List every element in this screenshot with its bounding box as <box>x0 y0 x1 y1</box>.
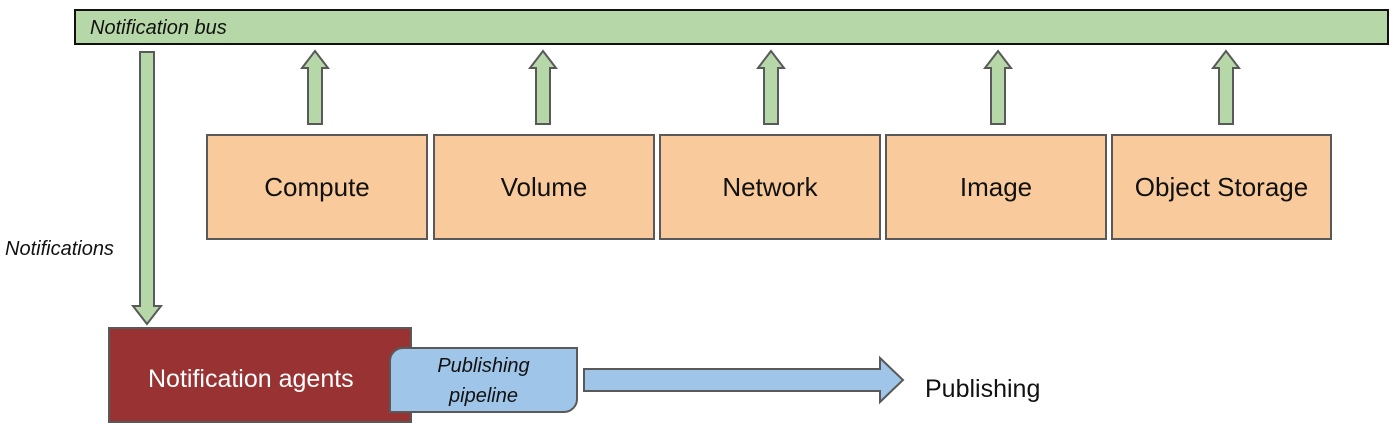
publishing-label: Publishing <box>925 375 1041 403</box>
notification-agents-label: Notification agents <box>148 365 354 393</box>
arrow-compute-to-bus <box>299 49 331 125</box>
arrow-network-to-bus <box>755 49 787 125</box>
service-label-volume: Volume <box>500 171 588 202</box>
service-label-network: Network <box>722 171 818 202</box>
publishing-pipeline-label-line1: Publishing <box>437 355 530 377</box>
service-box-compute: Compute <box>206 134 428 240</box>
service-label-object-storage: Object Storage <box>1134 171 1309 202</box>
service-box-network: Network <box>659 134 881 240</box>
arrow-volume-to-bus <box>527 49 559 125</box>
service-box-volume: Volume <box>433 134 655 240</box>
notifications-label: Notifications <box>5 238 114 260</box>
arrow-image-to-bus <box>982 49 1014 125</box>
arrow-notifications-down <box>130 51 164 326</box>
service-box-image: Image <box>885 134 1107 240</box>
arrow-publishing-right <box>583 355 905 405</box>
notification-bus-label: Notification bus <box>90 17 227 39</box>
publishing-pipeline-box: Publishing pipeline <box>389 347 578 413</box>
arrow-object-storage-to-bus <box>1210 49 1242 125</box>
notification-bus: Notification bus <box>74 9 1389 45</box>
publishing-pipeline-label-line2: pipeline <box>449 385 518 407</box>
notification-agents-box: Notification agents <box>108 327 412 423</box>
service-box-object-storage: Object Storage <box>1111 134 1332 240</box>
service-label-image: Image <box>959 171 1033 202</box>
service-label-compute: Compute <box>264 171 370 202</box>
